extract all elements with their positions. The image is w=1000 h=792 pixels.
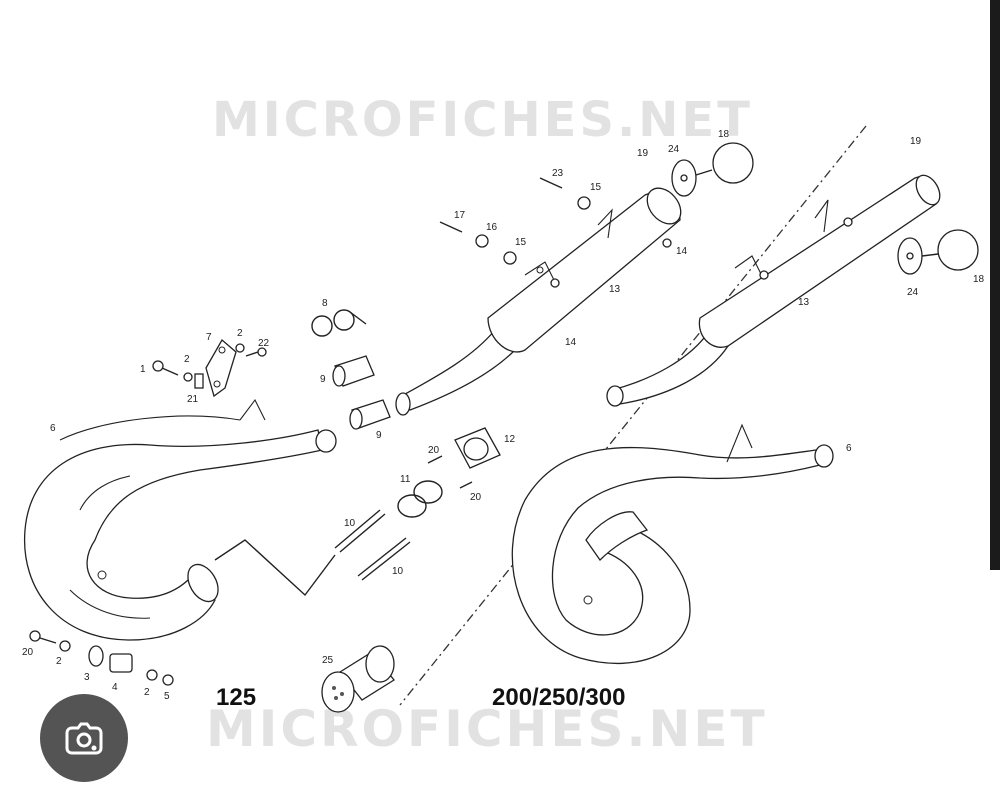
- spring-10a: [334, 509, 386, 553]
- callout-10a: 10: [344, 518, 356, 529]
- end-cap-18b: [921, 229, 979, 271]
- clamp-8: [311, 309, 367, 337]
- callout-13b: 13: [798, 297, 810, 308]
- callout-9b: 9: [376, 430, 382, 441]
- callout-22: 22: [258, 338, 270, 349]
- callout-8: 8: [322, 298, 328, 309]
- callout-17: 17: [454, 210, 466, 221]
- grommet-15b: [577, 196, 591, 210]
- callout-9a: 9: [320, 374, 326, 385]
- seal-ring-11a: [397, 494, 427, 518]
- variant-label-125: 125: [216, 684, 257, 711]
- callout-10b: 10: [392, 566, 404, 577]
- right-edge-bar: [990, 0, 1000, 570]
- callout-23: 23: [552, 168, 564, 179]
- callout-21: 21: [187, 394, 199, 405]
- sleeve-9-upper: [332, 355, 375, 387]
- washer-3: [88, 645, 104, 667]
- callout-2a: 2: [184, 354, 190, 365]
- callout-18b: 18: [973, 274, 985, 285]
- callout-19b: 19: [910, 136, 922, 147]
- callout-24b: 24: [907, 287, 919, 298]
- bolt-20b: [459, 481, 473, 489]
- washer-2b: [235, 343, 245, 353]
- callout-24a: 24: [668, 144, 680, 155]
- callout-2c: 2: [56, 656, 62, 667]
- callout-6a: 6: [50, 423, 56, 434]
- callout-14a: 14: [676, 246, 688, 257]
- chamber-outlet-125: [315, 429, 337, 453]
- callout-20a: 20: [428, 445, 440, 456]
- callout-16: 16: [486, 222, 498, 233]
- expansion-chamber-125: [23, 398, 337, 641]
- washer-2c: [59, 640, 71, 652]
- callout-7: 7: [206, 332, 212, 343]
- washer-2a: [183, 372, 193, 382]
- sleeve-9-lower: [349, 399, 391, 430]
- watermark-bottom: MICROFICHES.NET: [206, 700, 768, 758]
- callout-2d: 2: [144, 687, 150, 698]
- expansion-chamber-200-250-300: [511, 423, 834, 665]
- callout-2b: 2: [237, 328, 243, 339]
- bolt-17: [439, 221, 463, 233]
- end-cap-18a: [695, 142, 754, 184]
- nut-16: [475, 234, 489, 248]
- variant-label-200-250-300: 200/250/300: [492, 684, 626, 711]
- bolt-1: [152, 360, 179, 376]
- callout-11: 11: [400, 474, 411, 485]
- chamber-inlet-125: [187, 563, 219, 603]
- callout-20b: 20: [470, 492, 482, 503]
- callout-6b: 6: [846, 443, 852, 454]
- callout-25: 25: [322, 655, 334, 666]
- callout-18a: 18: [718, 129, 730, 140]
- washer-2d: [146, 669, 158, 681]
- watermark-top: MICROFICHES.NET: [212, 92, 753, 148]
- mount-bracket-7: [194, 338, 237, 398]
- silencer-125: [395, 187, 682, 416]
- grommet-15a: [503, 251, 517, 265]
- bolt-20c: [29, 630, 57, 644]
- callout-4: 4: [112, 682, 118, 693]
- rubber-mount-4: [109, 653, 133, 673]
- silencer-200-250-300: [606, 174, 941, 407]
- bolt-23: [539, 177, 563, 189]
- callout-13a: 13: [609, 284, 621, 295]
- callout-3: 3: [84, 672, 90, 683]
- silencer-insert-25: [321, 645, 395, 713]
- google-lens-icon: [65, 722, 103, 755]
- spring-10b: [357, 537, 411, 581]
- callout-20c: 20: [22, 647, 34, 658]
- callout-19a: 19: [637, 148, 649, 159]
- callout-15b: 15: [590, 182, 602, 193]
- callout-1: 1: [140, 364, 146, 375]
- callout-14b: 14: [565, 337, 577, 348]
- bolt-20a: [427, 455, 443, 464]
- callout-12: 12: [504, 434, 516, 445]
- seal-ring-11b: [413, 480, 443, 504]
- nut-5: [162, 674, 174, 686]
- flange-12: [454, 427, 501, 469]
- google-lens-button[interactable]: [40, 694, 128, 782]
- bolt-22: [245, 347, 267, 357]
- callout-15a: 15: [515, 237, 527, 248]
- callout-5: 5: [164, 691, 170, 702]
